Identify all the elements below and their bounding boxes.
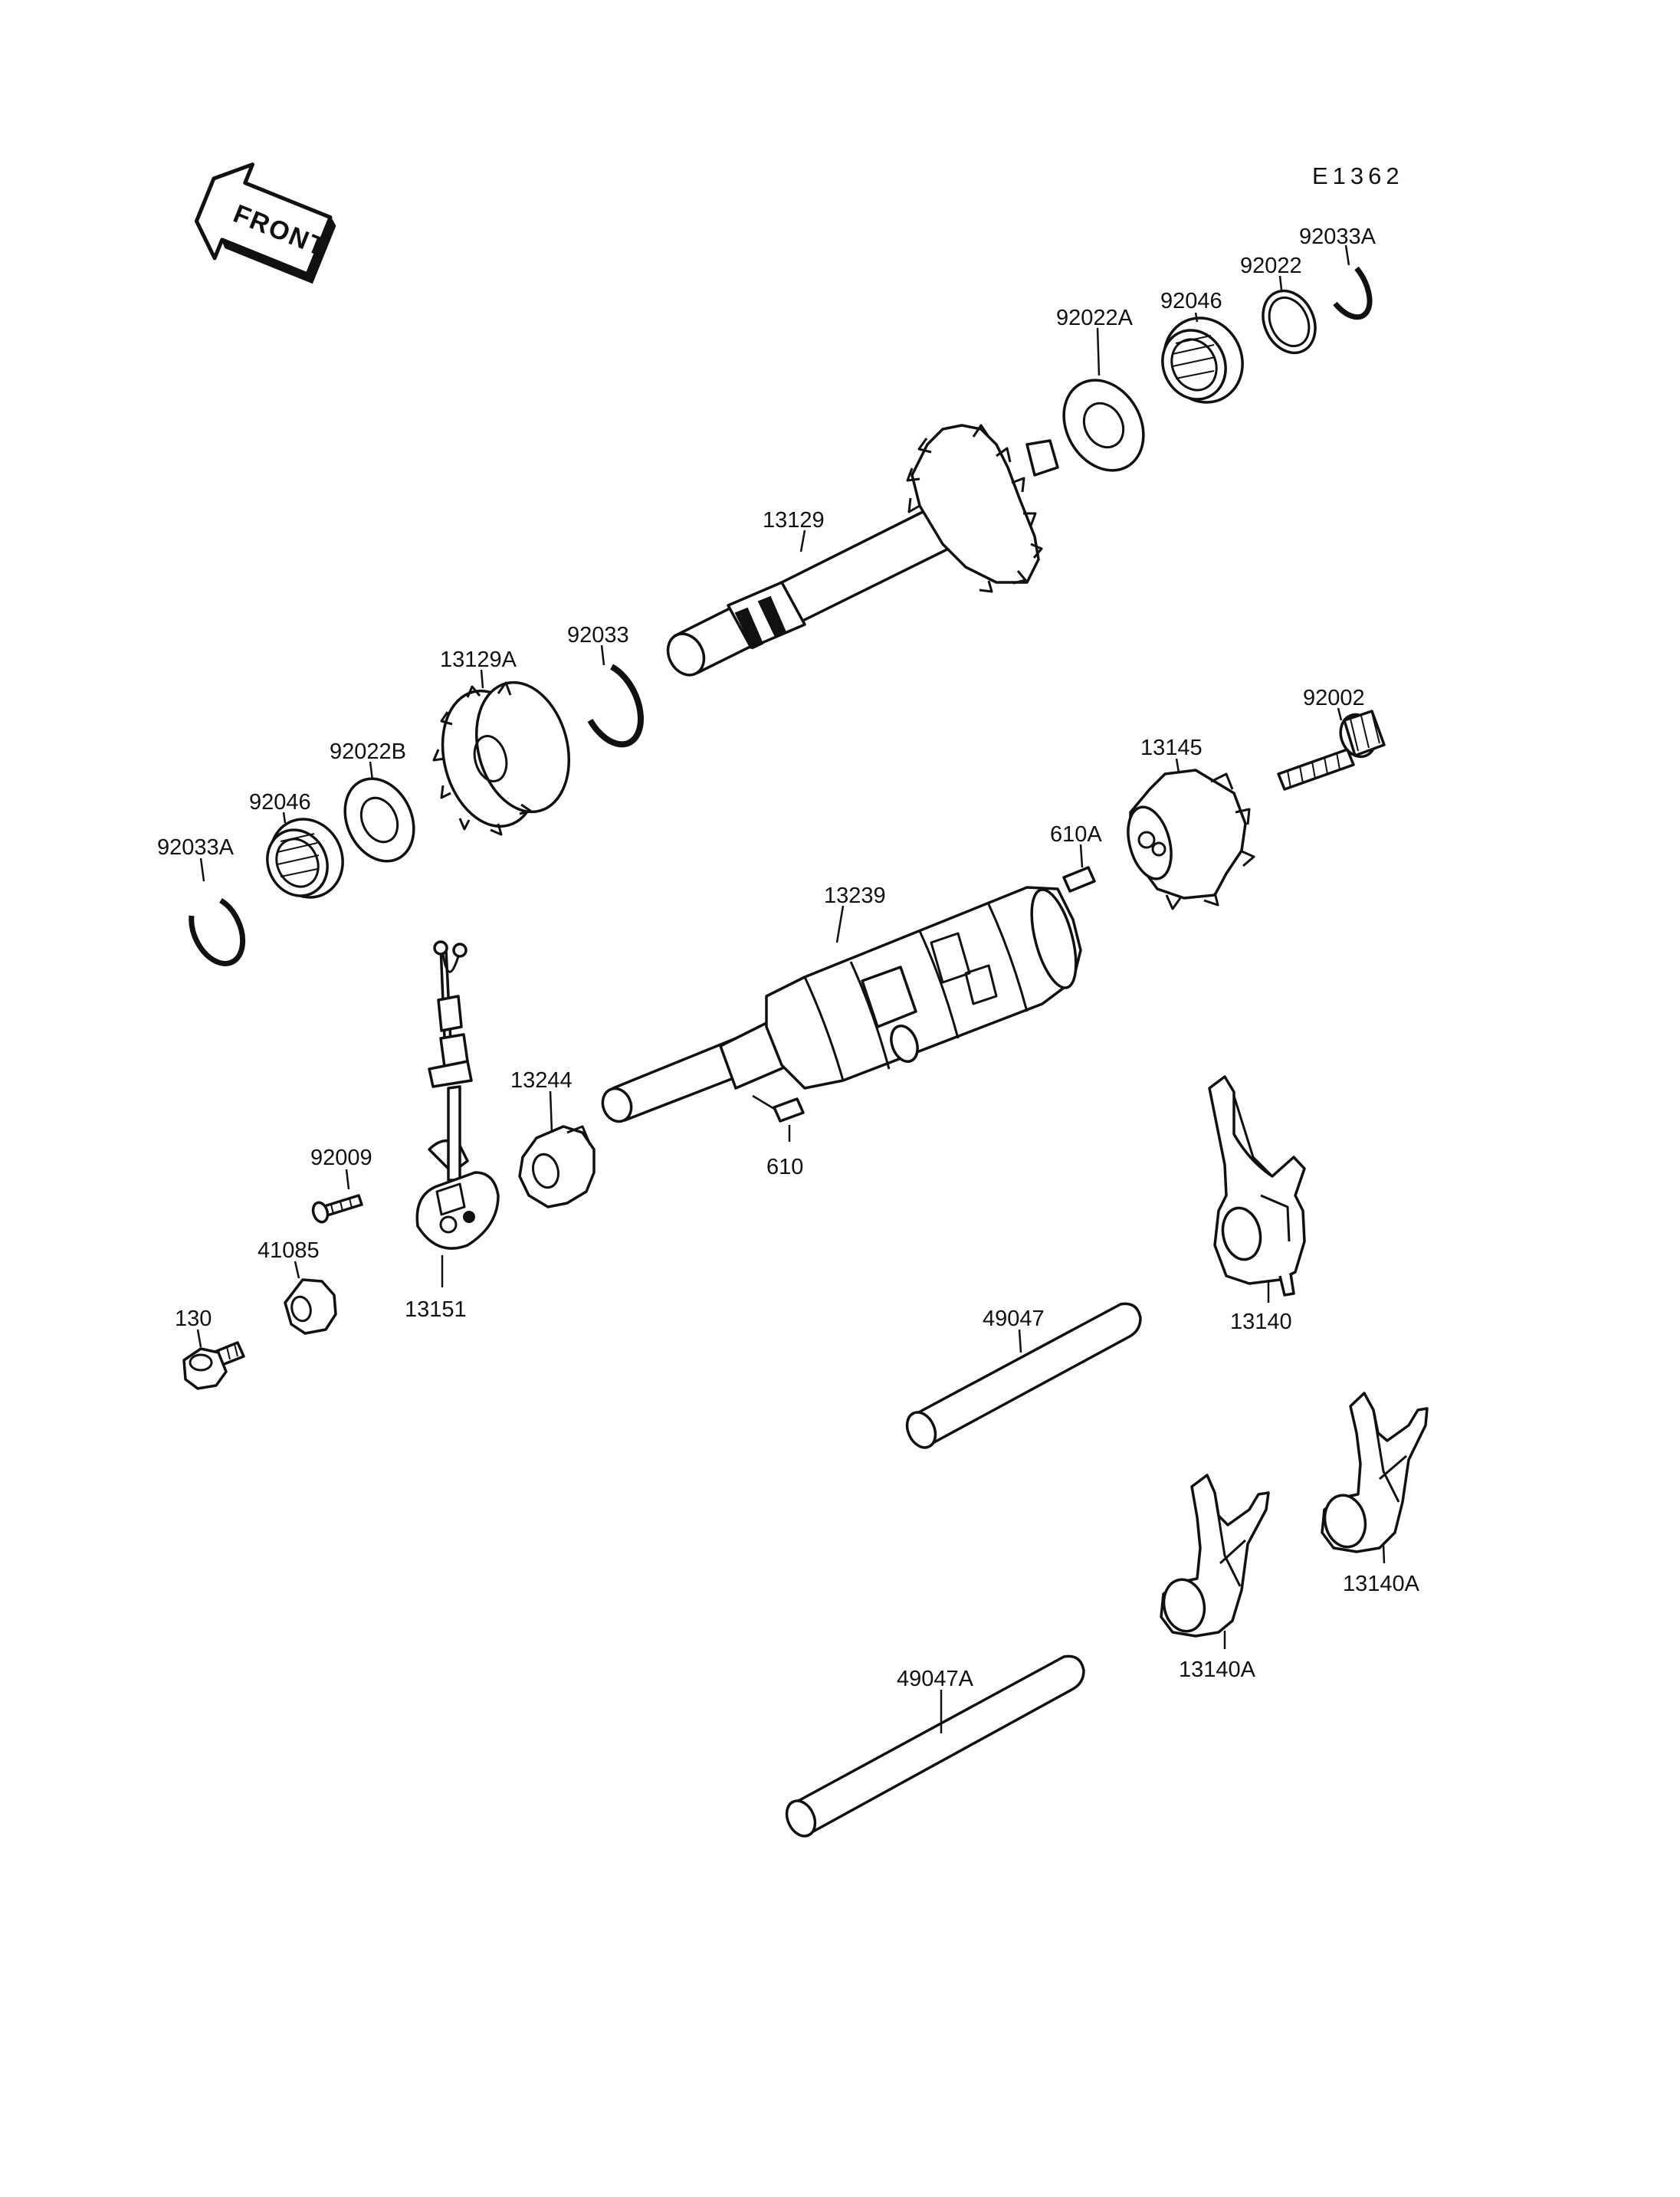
- shift-lever-13151: [415, 940, 500, 1250]
- pin-610: [773, 1097, 805, 1123]
- washer-92022b: [343, 777, 415, 863]
- label-13129: 13129: [763, 508, 825, 533]
- shift-fork-13140: [1208, 1075, 1306, 1297]
- snap-ring-92033a-top: [1333, 266, 1373, 320]
- label-13129a: 13129A: [440, 648, 517, 672]
- label-610: 610: [766, 1155, 803, 1179]
- shift-rod-49047a: [785, 1654, 1085, 1838]
- label-92033a-bottom: 92033A: [157, 835, 235, 860]
- label-13140a-left: 13140A: [1179, 1658, 1256, 1682]
- label-13239: 13239: [824, 884, 886, 908]
- shift-drum-13239: [601, 886, 1082, 1123]
- pin-610a: [1062, 866, 1096, 893]
- roller-41085: [284, 1278, 337, 1335]
- bolt-130: [182, 1341, 245, 1390]
- label-13151: 13151: [405, 1297, 467, 1322]
- washer-92022: [1262, 289, 1317, 355]
- needle-bearing-92046-top: [1161, 316, 1244, 404]
- label-41085: 41085: [258, 1238, 320, 1263]
- label-92046-bottom: 92046: [249, 790, 311, 815]
- label-92002: 92002: [1303, 686, 1365, 710]
- label-92033a-top: 92033A: [1299, 225, 1376, 249]
- cam-plate-13244: [518, 1125, 596, 1208]
- snap-ring-92033: [587, 664, 644, 748]
- shift-fork-13140a-right: [1321, 1392, 1429, 1553]
- gear-13129a: [432, 680, 571, 836]
- label-13140: 13140: [1230, 1310, 1292, 1334]
- label-92022b: 92022B: [330, 739, 406, 764]
- needle-bearing-92046-bottom: [266, 818, 344, 899]
- label-92033: 92033: [567, 623, 629, 648]
- reference-code: E1362: [1312, 162, 1404, 189]
- label-13145: 13145: [1140, 736, 1203, 760]
- front-arrow-icon: FRONT: [194, 162, 336, 284]
- label-13244: 13244: [510, 1068, 573, 1093]
- snap-ring-92033a-bottom: [189, 897, 246, 966]
- label-49047: 49047: [983, 1307, 1045, 1331]
- shift-drum-cam-13145: [1127, 769, 1255, 910]
- label-92022a: 92022A: [1056, 306, 1134, 330]
- label-610a: 610A: [1050, 822, 1102, 847]
- label-49047a: 49047A: [897, 1667, 974, 1691]
- screw-92009: [311, 1194, 363, 1224]
- label-92022: 92022: [1240, 254, 1302, 278]
- label-92009: 92009: [310, 1146, 372, 1170]
- shift-rod-49047: [905, 1302, 1142, 1449]
- label-92046-top: 92046: [1160, 289, 1222, 313]
- label-130: 130: [175, 1307, 212, 1331]
- bolt-92002: [1277, 710, 1386, 791]
- shaft-13129: [666, 424, 1059, 677]
- shift-fork-13140a-left: [1160, 1474, 1270, 1638]
- washer-92022a: [1062, 379, 1145, 472]
- label-13140a-right: 13140A: [1343, 1572, 1420, 1596]
